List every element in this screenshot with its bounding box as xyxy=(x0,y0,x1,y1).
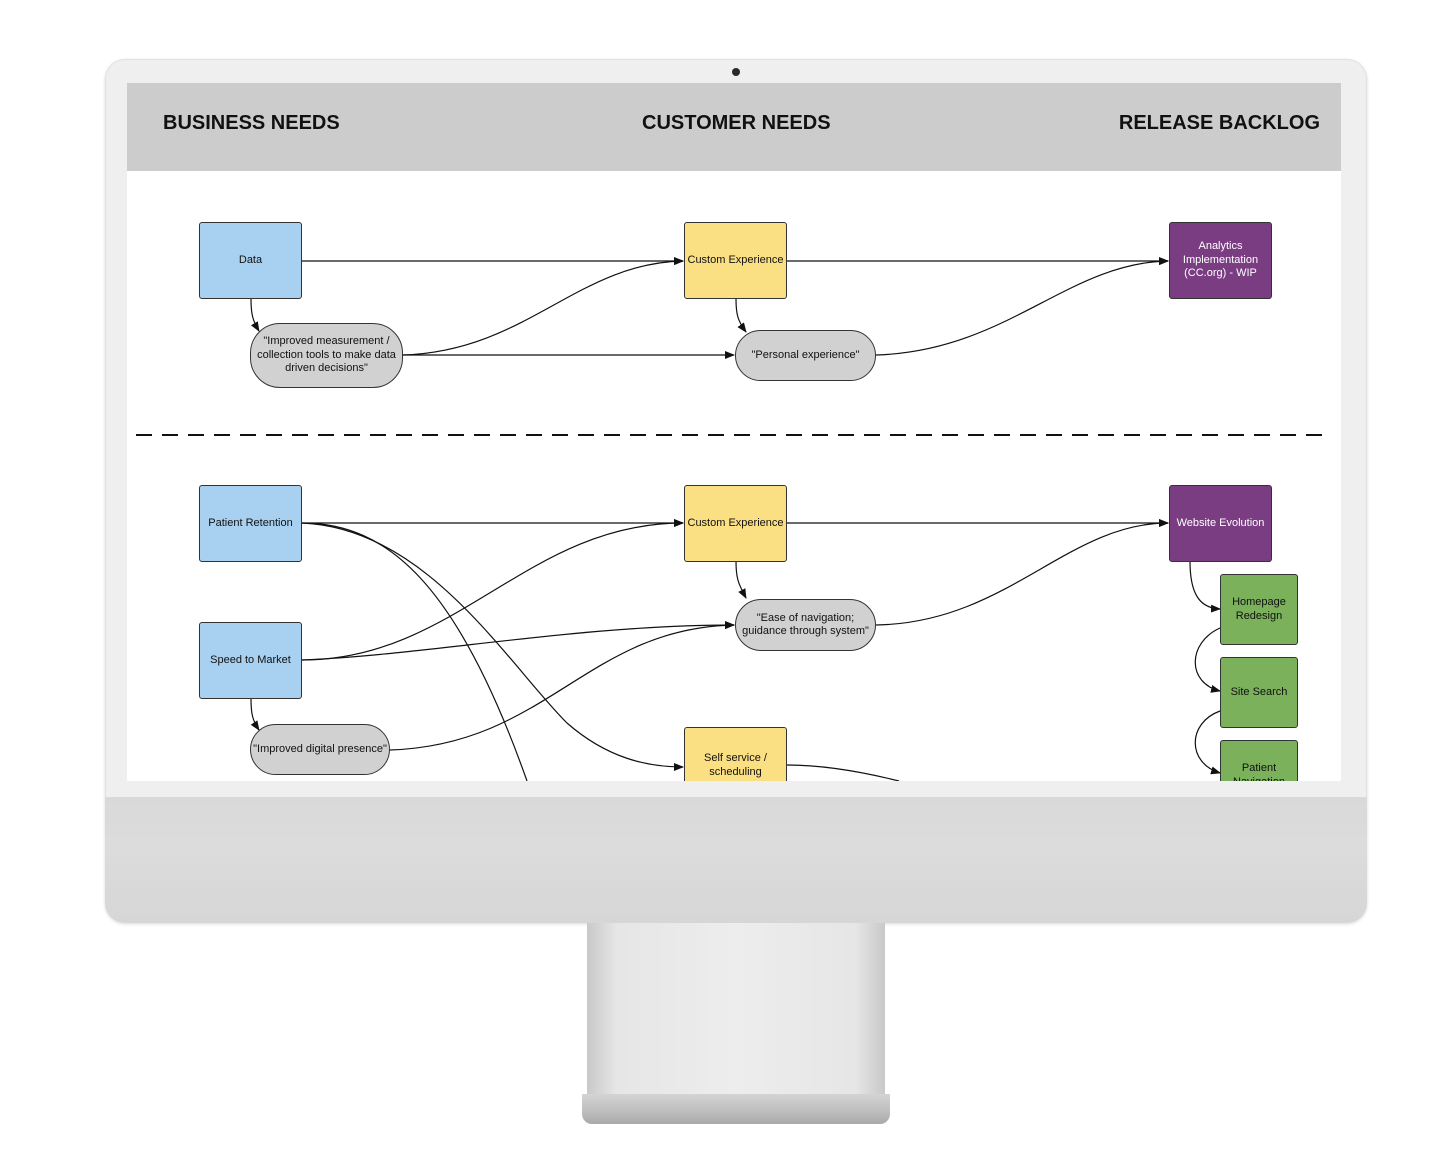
edge-retention-to-self-service xyxy=(301,522,684,771)
node-homepage-redesign[interactable]: Homepage Redesign xyxy=(1220,574,1298,645)
edge-custom-experience-to-nav-quote xyxy=(735,560,747,599)
edge-homepage-to-site-search xyxy=(1194,627,1221,693)
node-website-evolution[interactable]: Website Evolution xyxy=(1169,485,1272,562)
edge-site-search-to-patient-nav xyxy=(1194,710,1221,775)
node-custom-experience-2[interactable]: Custom Experience xyxy=(684,485,787,562)
edge-speed-to-custom-experience xyxy=(301,519,684,661)
node-patient-retention[interactable]: Patient Retention xyxy=(199,485,302,562)
edge-website-to-homepage xyxy=(1189,560,1221,613)
edge-retention-downward xyxy=(301,522,528,781)
node-analytics-implementation[interactable]: Analytics Implementation (CC.org) - WIP xyxy=(1169,222,1272,299)
node-personal-experience-quote[interactable]: "Personal experience" xyxy=(735,330,876,381)
edge-custom-experience-to-personal-quote xyxy=(735,298,747,333)
node-data[interactable]: Data xyxy=(199,222,302,299)
node-site-search[interactable]: Site Search xyxy=(1220,657,1298,728)
business-needs-title: BUSINESS NEEDS xyxy=(163,112,340,134)
release-backlog-title: RELEASE BACKLOG xyxy=(1118,112,1320,134)
connector-layer xyxy=(136,257,1327,781)
edge-speed-to-nav-quote xyxy=(301,621,735,661)
node-speed-to-market[interactable]: Speed to Market xyxy=(199,622,302,699)
monitor-chin xyxy=(105,797,1367,923)
node-measurement-quote[interactable]: "Improved measurement / collection tools… xyxy=(250,323,403,388)
node-self-service-scheduling[interactable]: Self service / scheduling xyxy=(684,727,787,781)
node-custom-experience-1[interactable]: Custom Experience xyxy=(684,222,787,299)
column-header-bar: BUSINESS NEEDS CUSTOMER NEEDS RELEASE BA… xyxy=(127,83,1341,171)
node-patient-navigation[interactable]: Patient Navigation xyxy=(1220,740,1298,781)
edge-data-to-measure-quote xyxy=(250,298,260,332)
customer-needs-title: CUSTOMER NEEDS xyxy=(642,112,831,134)
edge-speed-to-digital-quote xyxy=(250,698,260,731)
node-digital-presence-quote[interactable]: "Improved digital presence" xyxy=(250,724,390,775)
edge-nav-to-website xyxy=(875,519,1169,626)
monitor-stand xyxy=(587,923,885,1098)
screen: BUSINESS NEEDS CUSTOMER NEEDS RELEASE BA… xyxy=(127,83,1341,781)
node-navigation-quote[interactable]: "Ease of navigation; guidance through sy… xyxy=(735,599,876,651)
edge-personal-to-analytics xyxy=(875,257,1169,356)
edge-self-service-outgoing xyxy=(786,764,900,781)
monitor-stand-base xyxy=(582,1094,890,1124)
edge-digital-to-nav-quote xyxy=(389,621,735,751)
camera-icon xyxy=(732,68,740,76)
edge-measure-to-custom-experience xyxy=(402,257,684,356)
